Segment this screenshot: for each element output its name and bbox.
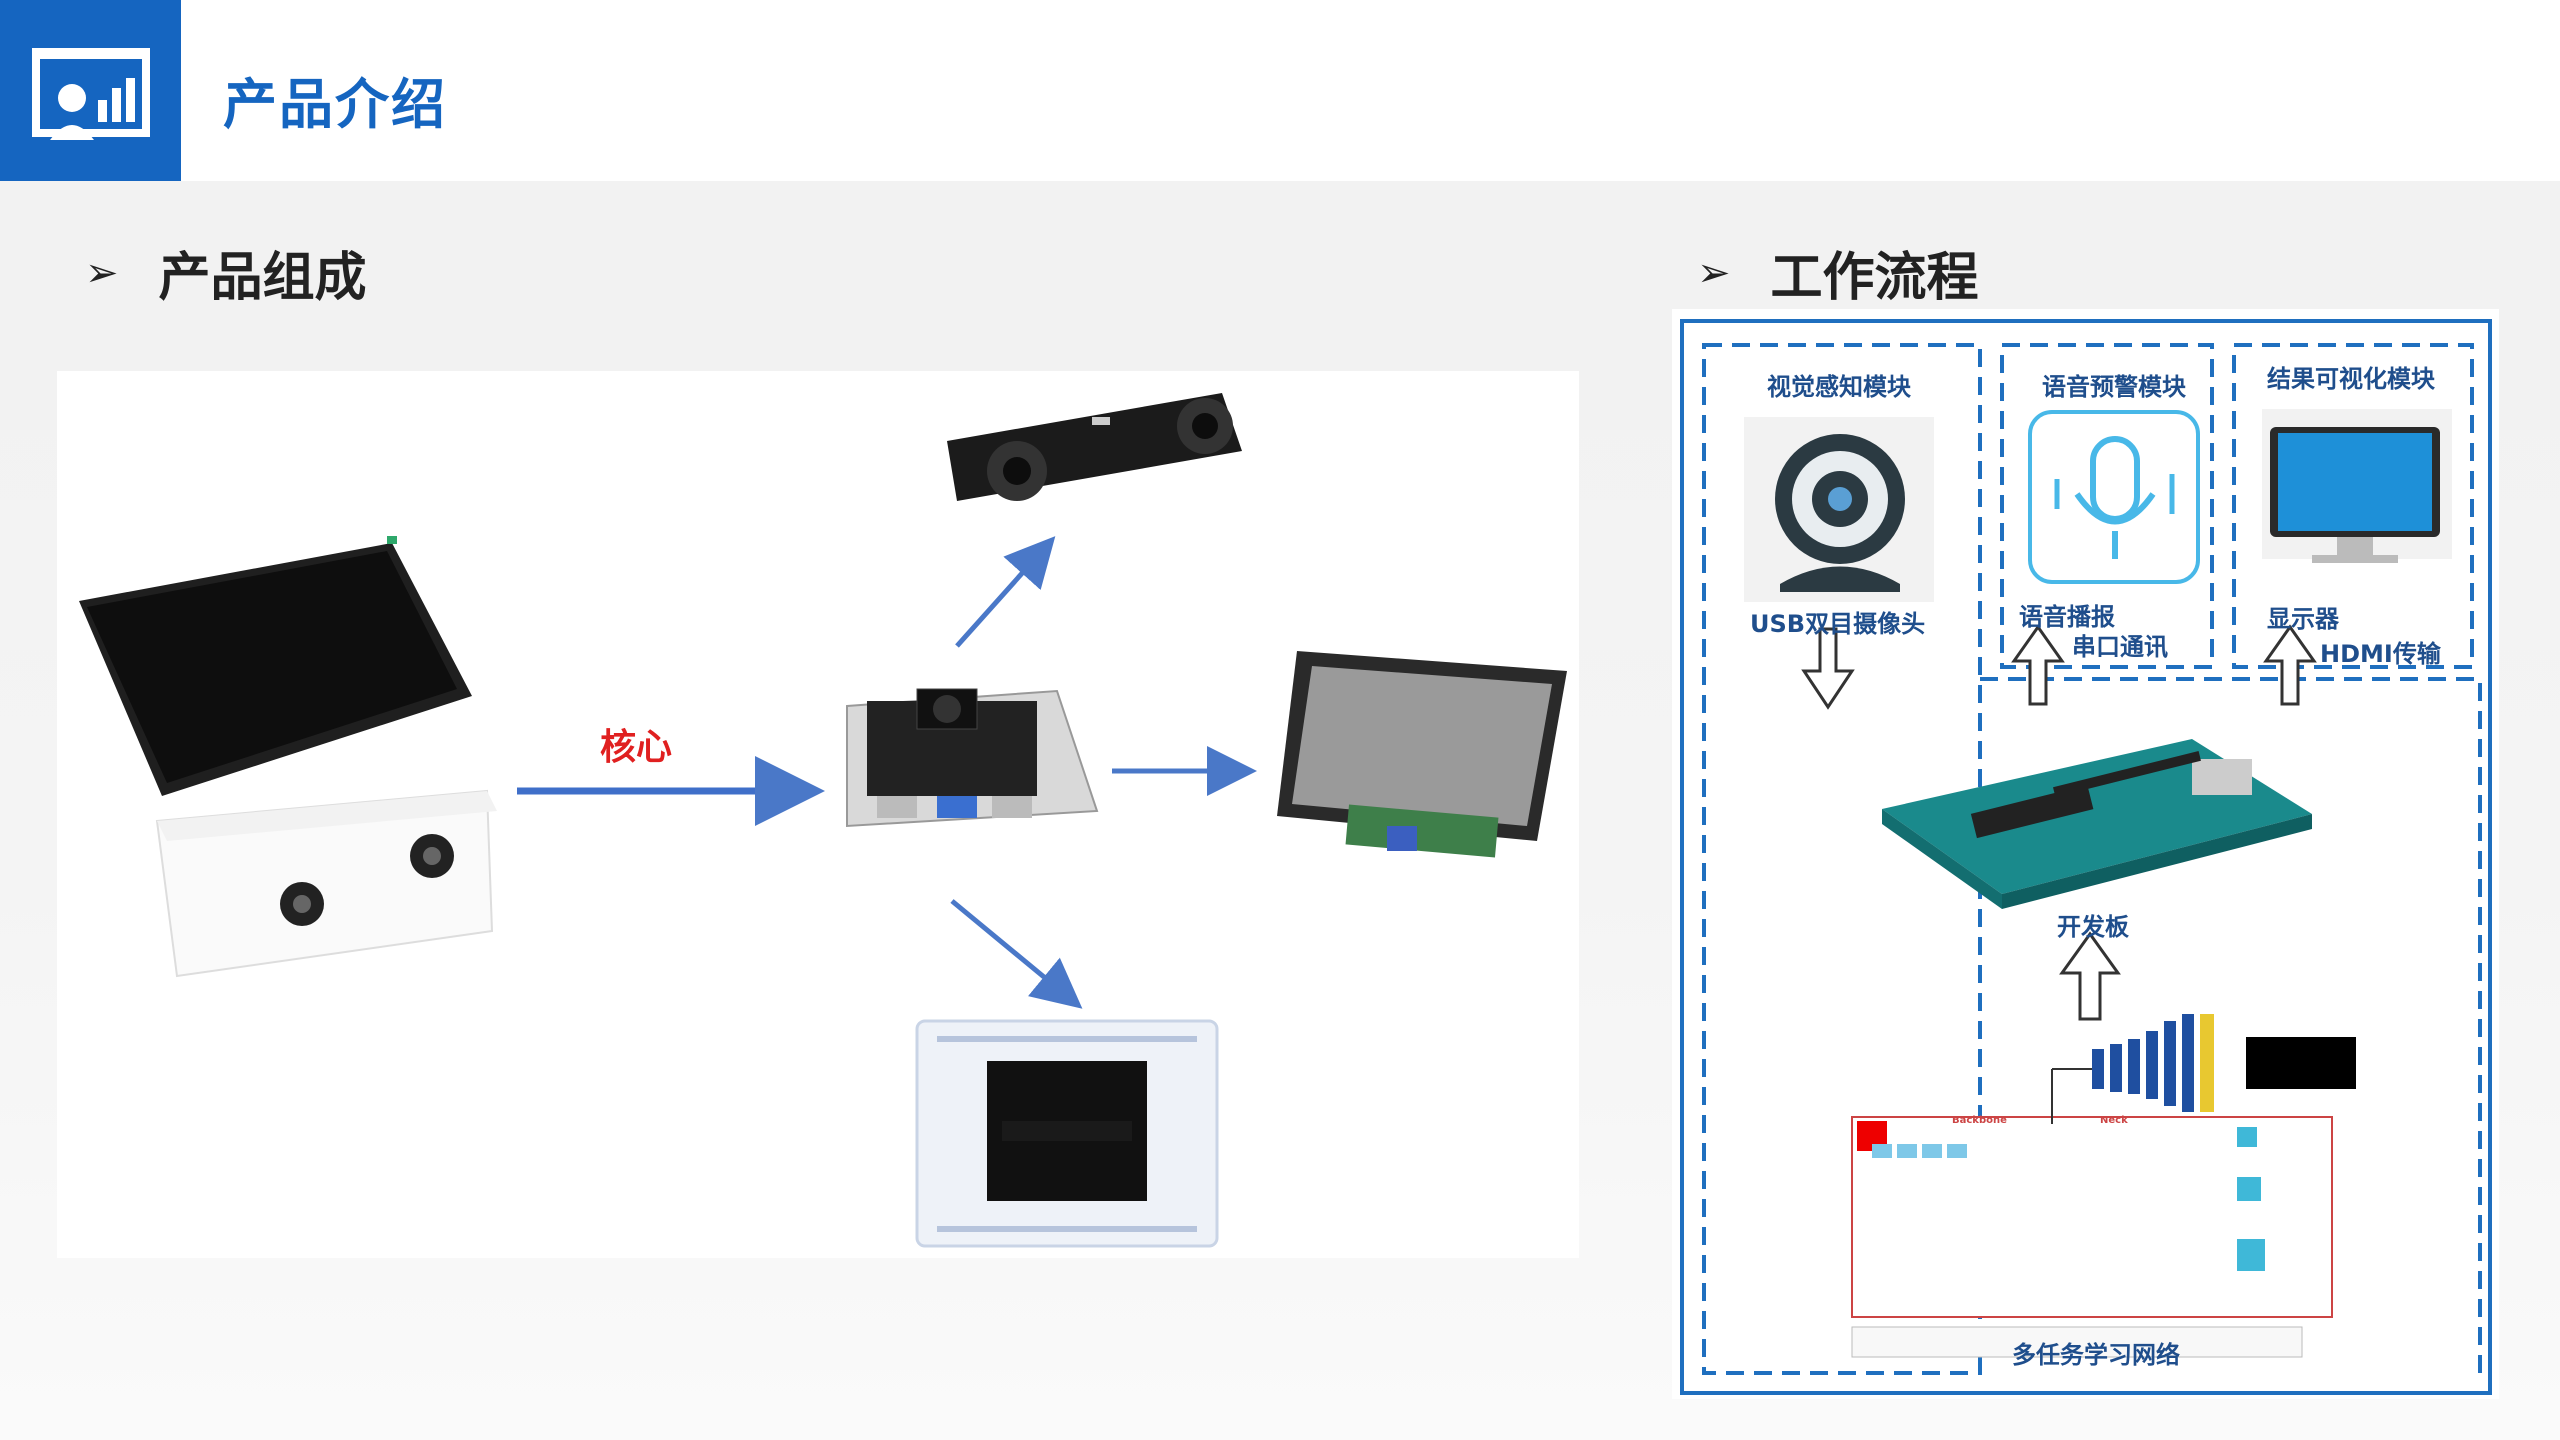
broadcast-label: 语音播报 [2019,603,2115,631]
network-diagram [1851,1014,2356,1358]
webcam-icon [1744,417,1934,602]
monitor-label: 显示器 [2267,605,2339,633]
core-label: 核心 [600,727,673,768]
voice-module-box [2000,343,2214,669]
hdmi-label: HDMI传输 [2320,640,2441,668]
logo-box [0,0,181,181]
monitor-icon [2262,409,2452,563]
bullet-arrow-icon: ➢ [85,249,119,296]
voice-module-title: 语音预警模块 [2042,373,2186,401]
composition-diagram [79,393,1567,1248]
camera-label: USB双目摄像头 [1750,610,1926,638]
arrow-to-breadboard [950,899,1083,1009]
section-heading-composition: ➢ 产品组成 [85,248,367,308]
header-bar [0,0,2560,181]
vision-module-title: 视觉感知模块 [1767,373,1911,401]
presentation-icon [32,48,150,140]
device-box-image [79,536,497,978]
dev-board-image [1882,739,2312,909]
jetson-board-image [846,688,1099,828]
lcd-display-image [1277,651,1567,858]
breadboard-image [915,1019,1219,1248]
arrow-to-camera [955,536,1056,648]
section-heading-workflow: ➢ 工作流程 [1697,248,1979,308]
display-module-box [2232,343,2474,669]
backbone-label: Backbone [1952,1115,2007,1126]
flow-arrows [1801,624,2317,1021]
display-module-title: 结果可视化模块 [2267,365,2435,393]
board-label: 开发板 [2057,913,2129,941]
neck-label: Neck [2100,1115,2128,1126]
workflow-diagram [1680,319,2492,1395]
dual-camera-image [947,393,1242,501]
composition-panel: 核心 [57,371,1579,1258]
serial-label: 串口通讯 [2072,633,2168,661]
workflow-panel: 视觉感知模块 语音预警模块 结果可视化模块 USB双目摄像头 语音播报 串口通讯… [1672,309,2499,1399]
microphone-icon [2028,410,2200,584]
page-title: 产品介绍 [223,73,447,136]
network-label: 多任务学习网络 [2012,1341,2180,1369]
bullet-arrow-icon: ➢ [1697,249,1731,296]
